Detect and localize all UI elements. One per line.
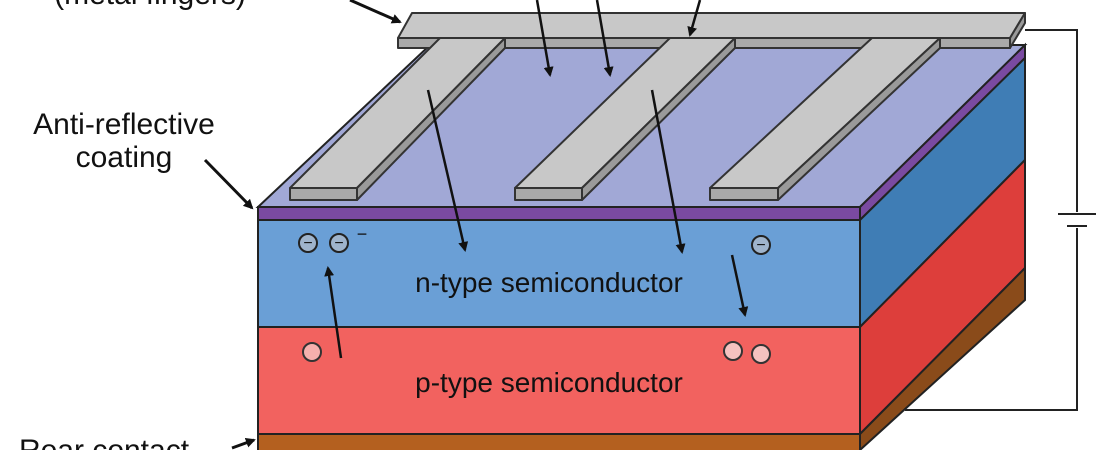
rear-contact-pointer (231, 438, 256, 450)
front-contact-label: (metal fingers) (54, 0, 246, 11)
hole-1 (302, 342, 322, 362)
electrons: − − − − (298, 224, 771, 255)
rear-contact-front-face (257, 433, 861, 450)
external-circuit (905, 29, 1096, 411)
metal-finger-2-edge (514, 187, 583, 201)
metal-finger-3-edge (709, 187, 779, 201)
photon-arrows (324, 0, 749, 359)
photon-path-arrow-2 (650, 89, 686, 254)
incoming-arrow-3 (687, 0, 702, 37)
electron-drift-arrow (730, 254, 749, 317)
circuit-wire-bottom (905, 228, 1078, 411)
rear-contact-label: Rear contact (19, 434, 190, 450)
incoming-arrow-2 (595, 0, 614, 77)
electron-2 (329, 233, 349, 253)
p-layer-front-face (257, 326, 861, 435)
n-type-label: n-type semiconductor (415, 267, 683, 298)
circuit-wire-top (1025, 29, 1078, 212)
anti-reflective-label-line1: Anti-reflective (33, 108, 215, 141)
busbar-right-edge (1009, 12, 1026, 49)
front-contact-pointer (349, 0, 402, 24)
hole-2 (723, 341, 743, 361)
metal-finger-1-side (356, 37, 506, 201)
hole-3 (751, 344, 771, 364)
p-type-label: p-type semiconductor (415, 367, 683, 398)
label-pointers (203, 0, 402, 450)
busbar (397, 12, 1026, 39)
electron-sign-2: − (334, 235, 343, 252)
hole-to-electron-arrow (324, 266, 343, 359)
anti-reflective-label-line2: coating (76, 141, 173, 174)
electron-1 (298, 233, 318, 253)
incoming-arrow-1 (535, 0, 554, 77)
electron-sign-1: − (303, 235, 312, 252)
anti-reflective-pointer (203, 158, 254, 210)
electron-3 (751, 235, 771, 255)
arc-front-face (257, 206, 861, 221)
electron-free-sign: − (357, 224, 368, 244)
electron-sign-3: − (756, 237, 765, 254)
metal-finger-1-edge (289, 187, 358, 201)
metal-finger-3-side (777, 37, 941, 201)
photon-path-arrow-1 (426, 89, 469, 252)
holes (302, 341, 771, 364)
metal-finger-grid (289, 12, 1026, 201)
